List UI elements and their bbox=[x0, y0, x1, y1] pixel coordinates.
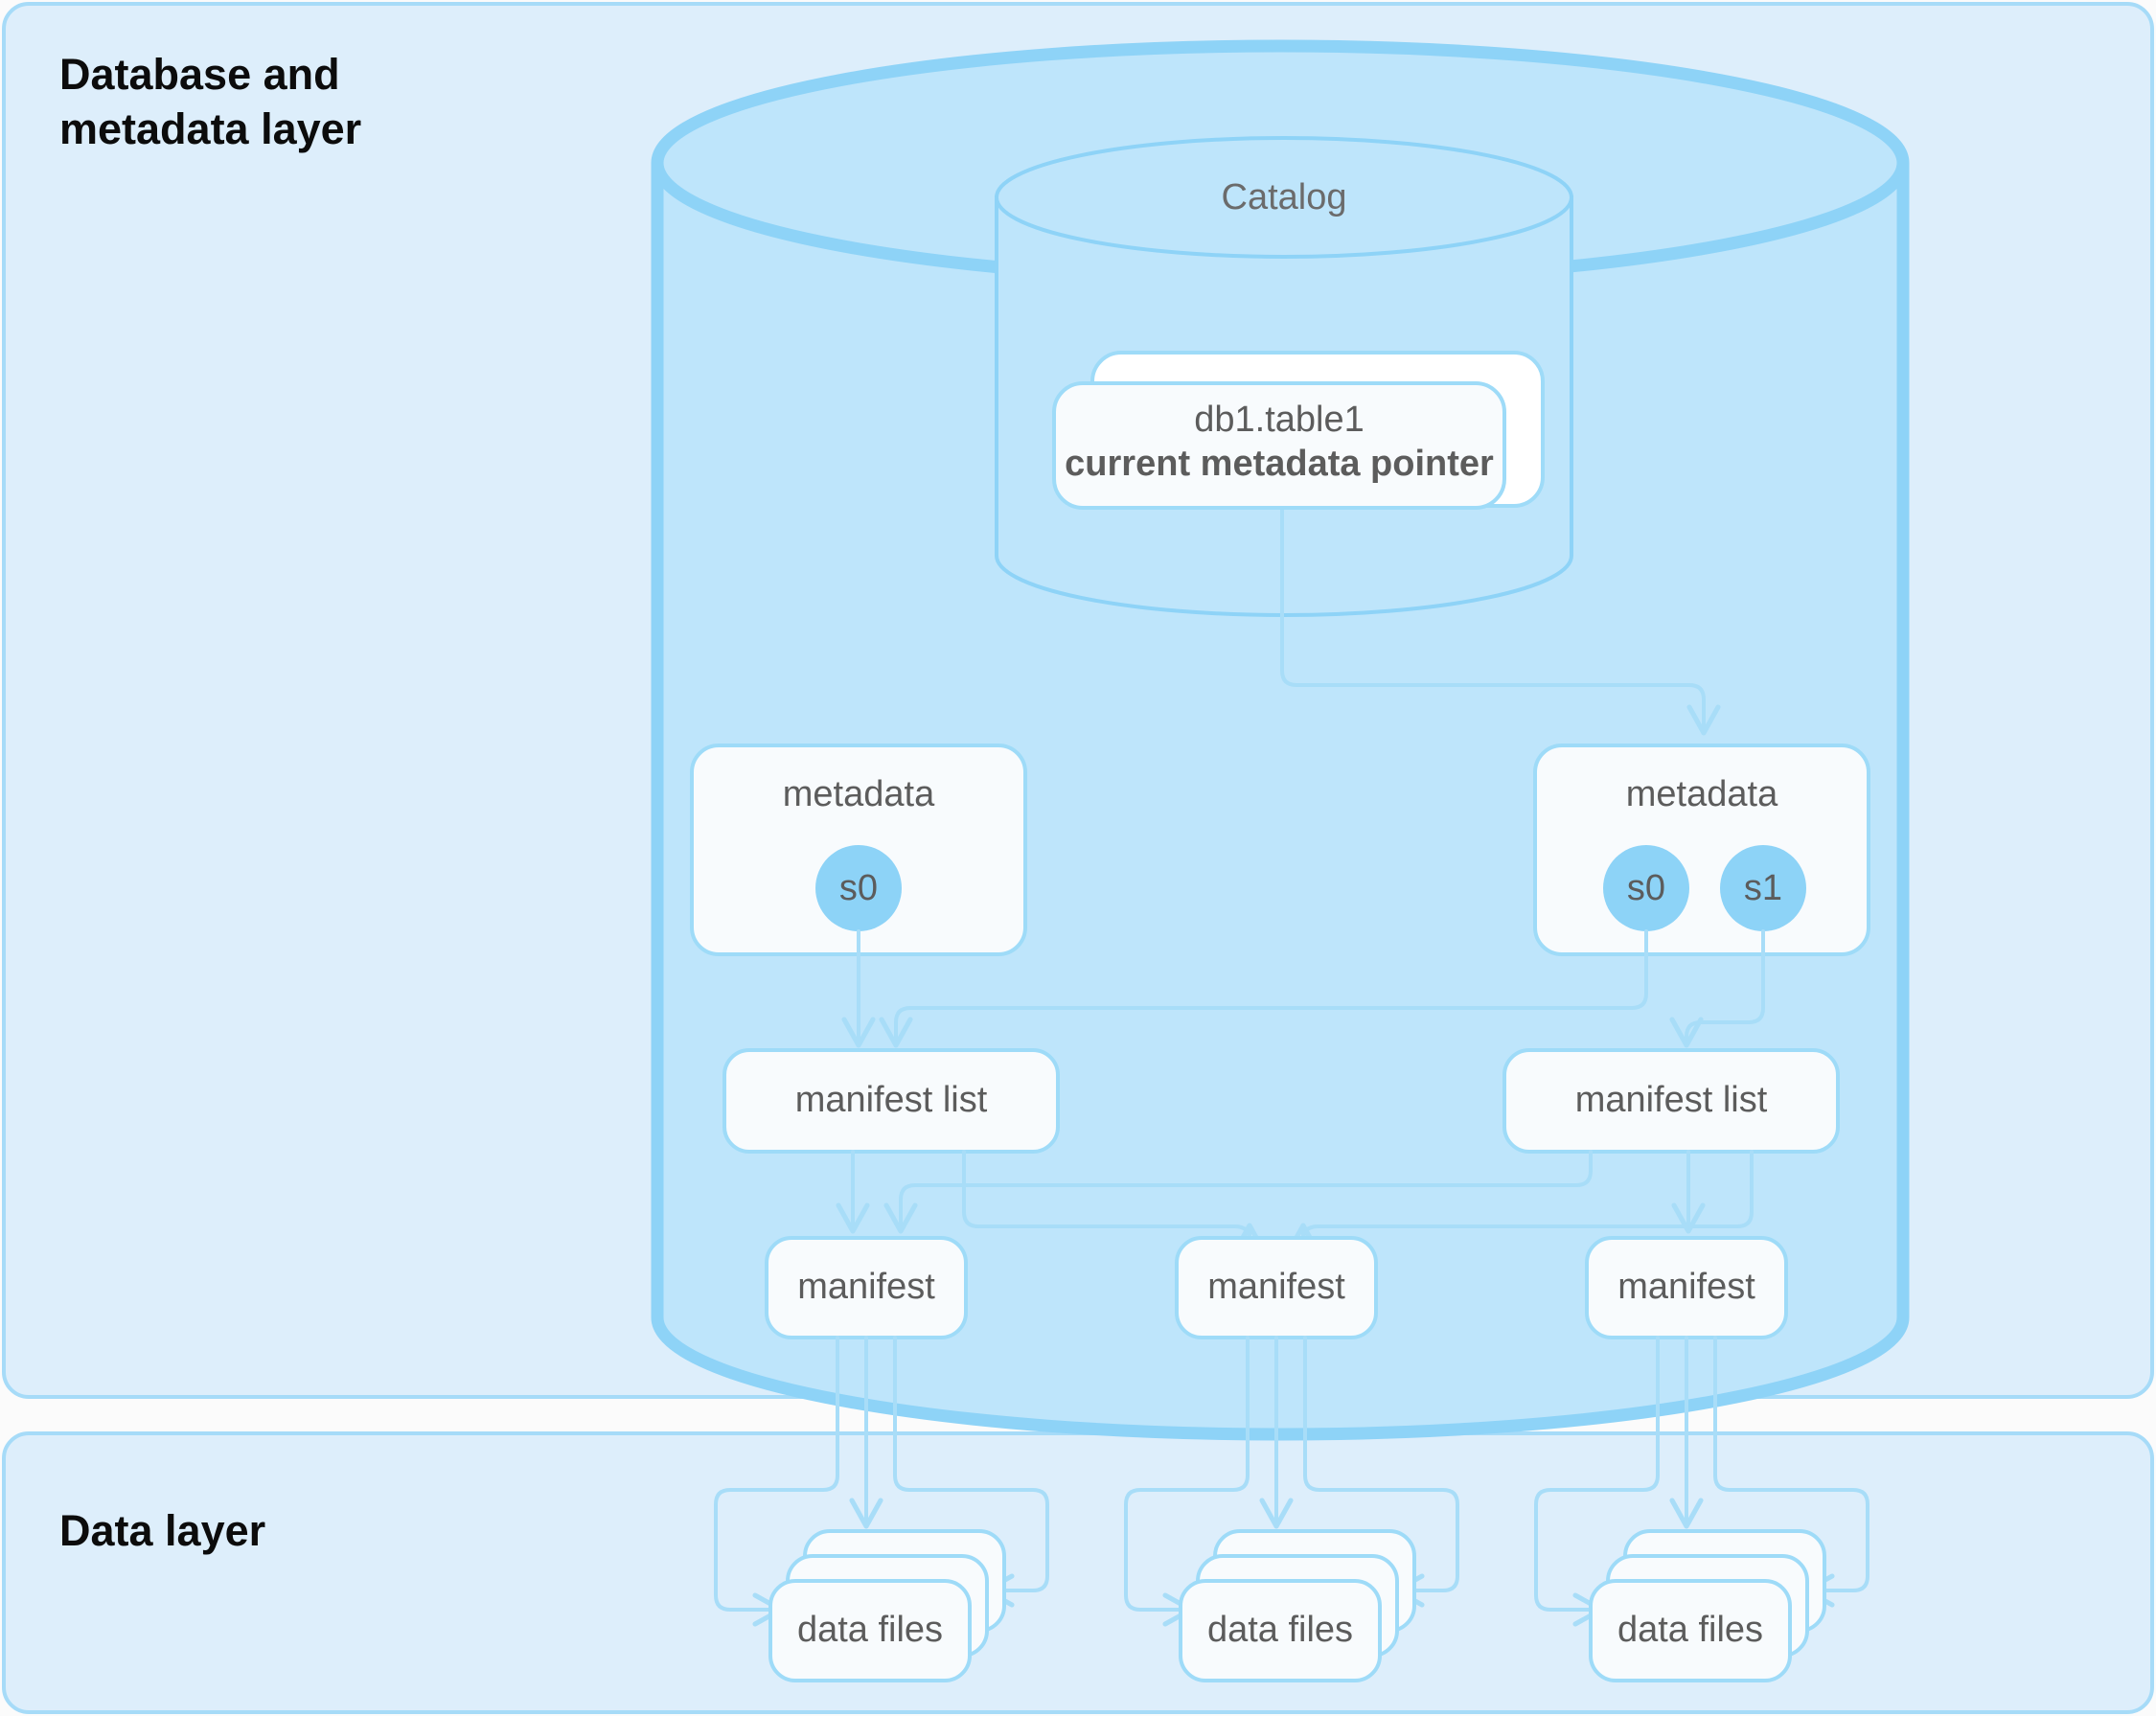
pointer-card-line2: current metadata pointer bbox=[1065, 444, 1494, 484]
manifest-1-label: manifest bbox=[797, 1267, 935, 1307]
panel-title-database-line2: metadata layer bbox=[59, 104, 361, 153]
catalog-top-ellipse bbox=[995, 136, 1573, 259]
manifest-list-left-box bbox=[722, 1048, 1060, 1154]
data-files-1-label: data files bbox=[797, 1610, 943, 1650]
manifest-list-right[interactable]: manifest list bbox=[1502, 1048, 1840, 1154]
data-files-1-card-front bbox=[768, 1579, 972, 1682]
connector-group-manifest-to-datafiles bbox=[714, 1336, 1869, 1627]
manifest-list-left-label: manifest list bbox=[795, 1080, 988, 1120]
metadata-file-right[interactable]: metadata s0 s1 bbox=[1533, 744, 1870, 956]
panel-background-data bbox=[2, 1431, 2154, 1714]
panel-title-data-layer: Data layer bbox=[59, 1506, 265, 1555]
connector-manifestlist-right-to-manifest-1 bbox=[883, 1150, 1593, 1234]
manifest-list-left[interactable]: manifest list bbox=[722, 1048, 1060, 1154]
manifest-1[interactable]: manifest bbox=[765, 1236, 968, 1339]
manifest-list-right-label: manifest list bbox=[1575, 1080, 1768, 1120]
data-files-3-card-front bbox=[1589, 1579, 1792, 1682]
connector-s0right-to-manifestlist-left bbox=[879, 929, 1648, 1048]
connector-manifest3-to-datafiles3-left bbox=[1534, 1336, 1660, 1627]
connector-manifest3-to-datafiles3-right bbox=[1713, 1336, 1869, 1608]
metadata-right-label: metadata bbox=[1626, 774, 1778, 814]
connector-group-snapshot-to-manifest-list bbox=[841, 929, 1765, 1048]
connector-group-pointer-to-metadata bbox=[1280, 506, 1721, 736]
connector-manifest1-to-datafiles1-right bbox=[893, 1336, 1049, 1608]
pointer-card-line1: db1.table1 bbox=[1194, 400, 1365, 440]
panel-data-layer: Data layer bbox=[2, 1431, 2154, 1714]
data-files-group-1[interactable]: data files bbox=[768, 1529, 1006, 1682]
data-files-group-3[interactable]: data files bbox=[1589, 1529, 1826, 1682]
data-files-group-2[interactable]: data files bbox=[1179, 1529, 1416, 1682]
data-files-2-card-front bbox=[1179, 1579, 1382, 1682]
manifest-3-label: manifest bbox=[1617, 1267, 1755, 1307]
metadata-left-label: metadata bbox=[783, 774, 935, 814]
catalog-pointer-card[interactable]: db1.table1 current metadata pointer bbox=[1052, 351, 1545, 510]
data-files-3-label: data files bbox=[1617, 1610, 1763, 1650]
manifest-2[interactable]: manifest bbox=[1175, 1236, 1378, 1339]
data-files-2-label: data files bbox=[1207, 1610, 1353, 1650]
connector-manifest2-to-datafiles2-right bbox=[1303, 1336, 1459, 1608]
snapshot-label-s0-left: s0 bbox=[839, 868, 878, 908]
catalog-label: Catalog bbox=[1222, 177, 1347, 217]
pointer-card-front bbox=[1052, 381, 1506, 510]
connector-manifest2-to-datafiles2-left bbox=[1124, 1336, 1250, 1627]
manifest-3[interactable]: manifest bbox=[1585, 1236, 1788, 1339]
manifest-list-right-box bbox=[1502, 1048, 1840, 1154]
metadata-file-left[interactable]: metadata s0 bbox=[690, 744, 1027, 956]
connector-manifest1-to-datafiles1-left bbox=[714, 1336, 839, 1627]
connector-manifestlist-left-to-manifest-2 bbox=[962, 1150, 1267, 1254]
connector-s1right-to-manifestlist-right bbox=[1669, 929, 1765, 1048]
connector-manifestlist-right-to-manifest-2 bbox=[1286, 1150, 1754, 1254]
panel-title-database-line1: Database and bbox=[59, 50, 340, 99]
snapshot-label-s1-right: s1 bbox=[1744, 868, 1782, 908]
connector-pointer-to-metadata-right bbox=[1280, 506, 1721, 736]
cylinder-side-stroke bbox=[651, 163, 1910, 1441]
snapshot-circle-s1-right[interactable] bbox=[1720, 845, 1806, 931]
manifest-2-label: manifest bbox=[1207, 1267, 1345, 1307]
snapshot-circle-s0-right[interactable] bbox=[1603, 845, 1689, 931]
connector-group-manifestlist-to-manifest bbox=[836, 1150, 1754, 1254]
snapshot-circle-s0-left[interactable] bbox=[815, 845, 902, 931]
snapshot-label-s0-right: s0 bbox=[1627, 868, 1665, 908]
